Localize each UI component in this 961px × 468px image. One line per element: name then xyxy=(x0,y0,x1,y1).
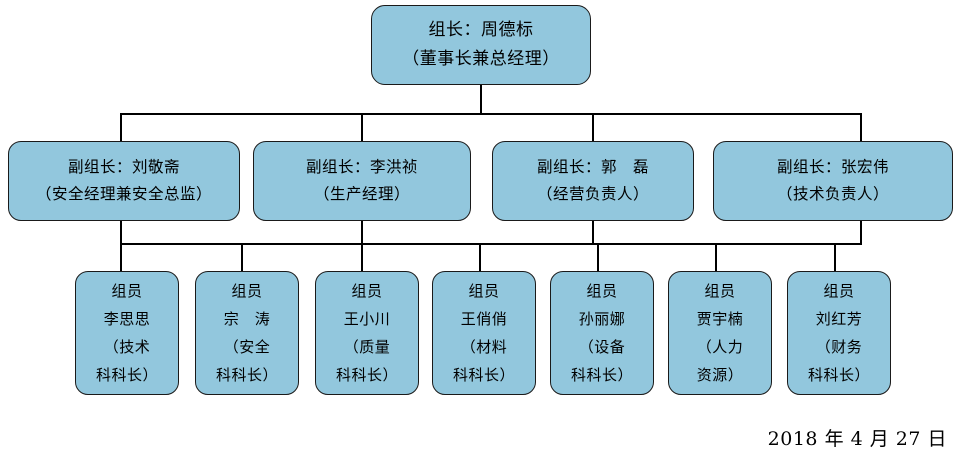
org-node-deputy-3-line-0: 副组长：张宏伟 xyxy=(776,158,889,176)
connector-level2-drop-1 xyxy=(361,113,363,142)
org-node-member-2[interactable]: 组员 王小川 （质量 科科长） xyxy=(315,271,419,395)
org-node-member-1-line-1: 宗 涛 xyxy=(223,310,271,328)
org-node-member-2-line-2: （质量 xyxy=(343,338,391,356)
connector-level3-drop-3 xyxy=(479,243,481,273)
connector-level2-drop-0 xyxy=(120,113,122,142)
org-node-deputy-3-line-1: （技术负责人） xyxy=(776,185,889,203)
org-node-member-5-line-0: 组员 xyxy=(704,282,736,300)
org-node-deputy-0-line-0: 副组长：刘敬斋 xyxy=(67,158,180,176)
org-node-member-1-line-2: （安全 xyxy=(223,338,271,356)
org-node-member-1-line-3: 科科长） xyxy=(215,366,278,384)
org-node-leader-line-0: 组长：周德标 xyxy=(428,20,534,40)
org-node-member-2-line-3: 科科长） xyxy=(335,366,398,384)
connector-level3-drop-5 xyxy=(715,243,717,273)
org-node-member-2-line-1: 王小川 xyxy=(343,310,391,328)
org-node-member-0-line-0: 组员 xyxy=(111,282,143,300)
connector-level3-bus xyxy=(120,243,862,245)
org-node-deputy-0[interactable]: 副组长：刘敬斋 （安全经理兼安全总监） xyxy=(8,141,240,221)
connector-level2-riser-2 xyxy=(592,221,594,245)
org-node-leader-line-1: （董事长兼总经理） xyxy=(402,49,560,69)
org-node-member-4-line-1: 孙丽娜 xyxy=(578,310,626,328)
org-node-member-4-line-2: （设备 xyxy=(578,338,626,356)
org-node-member-5-line-2: （人力 xyxy=(696,338,744,356)
connector-level2-bus xyxy=(120,113,862,115)
org-node-member-6-line-0: 组员 xyxy=(823,282,855,300)
connector-level3-drop-6 xyxy=(834,243,836,273)
connector-level2-riser-3 xyxy=(860,221,862,245)
connector-level2-drop-2 xyxy=(592,113,594,142)
org-node-member-0[interactable]: 组员 李思思 （技术 科科长） xyxy=(75,271,179,395)
org-node-leader[interactable]: 组长：周德标 （董事长兼总经理） xyxy=(371,5,591,85)
org-node-deputy-1[interactable]: 副组长：李洪祯 （生产经理） xyxy=(253,141,471,221)
org-node-deputy-2-line-0: 副组长：郭 磊 xyxy=(536,158,649,176)
org-node-member-6-line-2: （财务 xyxy=(815,338,863,356)
org-node-member-6[interactable]: 组员 刘红芳 （财务 科科长） xyxy=(787,271,891,395)
org-node-deputy-1-line-0: 副组长：李洪祯 xyxy=(305,158,418,176)
org-node-deputy-2[interactable]: 副组长：郭 磊 （经营负责人） xyxy=(492,141,694,221)
connector-root-stem xyxy=(480,85,482,114)
org-node-deputy-2-line-1: （经营负责人） xyxy=(536,185,649,203)
org-node-deputy-1-line-1: （生产经理） xyxy=(313,185,410,203)
connector-level3-drop-4 xyxy=(597,243,599,273)
org-node-member-1-line-0: 组员 xyxy=(231,282,263,300)
connector-level2-riser-0 xyxy=(120,221,122,245)
org-node-member-0-line-3: 科科长） xyxy=(95,366,158,384)
org-node-member-5-line-3: 资源） xyxy=(696,366,744,384)
org-node-member-1[interactable]: 组员 宗 涛 （安全 科科长） xyxy=(195,271,299,395)
org-node-member-4[interactable]: 组员 孙丽娜 （设备 科科长） xyxy=(550,271,654,395)
org-node-member-5-line-1: 贾宇楠 xyxy=(696,310,744,328)
connector-level3-drop-0 xyxy=(120,243,122,273)
connector-level3-drop-2 xyxy=(361,243,363,273)
org-node-member-4-line-0: 组员 xyxy=(586,282,618,300)
org-node-member-3-line-2: （材料 xyxy=(460,338,508,356)
org-node-member-0-line-2: （技术 xyxy=(103,338,151,356)
org-node-member-3-line-3: 科科长） xyxy=(452,366,515,384)
org-node-member-4-line-3: 科科长） xyxy=(570,366,633,384)
org-node-member-6-line-3: 科科长） xyxy=(807,366,870,384)
org-node-deputy-0-line-1: （安全经理兼安全总监） xyxy=(35,185,212,203)
org-node-member-0-line-1: 李思思 xyxy=(103,310,151,328)
org-node-member-2-line-0: 组员 xyxy=(351,282,383,300)
org-node-member-5[interactable]: 组员 贾宇楠 （人力 资源） xyxy=(668,271,772,395)
org-node-member-3[interactable]: 组员 王俏俏 （材料 科科长） xyxy=(432,271,536,395)
org-node-member-3-line-1: 王俏俏 xyxy=(460,310,508,328)
date-stamp: 2018 年 4 月 27 日 xyxy=(767,428,947,450)
connector-level2-riser-1 xyxy=(361,221,363,245)
org-node-member-6-line-1: 刘红芳 xyxy=(815,310,863,328)
connector-level2-drop-3 xyxy=(860,113,862,142)
org-node-member-3-line-0: 组员 xyxy=(468,282,500,300)
connector-level3-drop-1 xyxy=(241,243,243,273)
org-node-deputy-3[interactable]: 副组长：张宏伟 （技术负责人） xyxy=(713,141,953,221)
